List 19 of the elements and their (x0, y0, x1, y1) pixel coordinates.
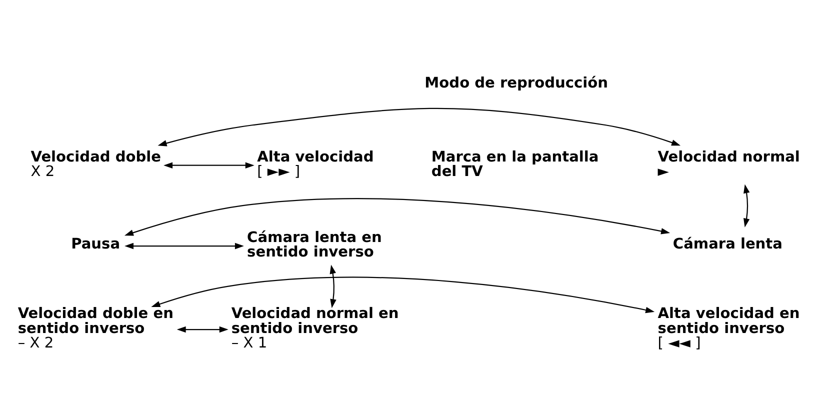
arrow (124, 242, 244, 250)
node-text: Alta velocidad [ ►► ] (257, 148, 374, 180)
node-text: Velocidad normal ► (658, 148, 800, 180)
arrow (164, 162, 254, 168)
node-text: Alta velocidad en sentido inverso [ ◄◄ ] (658, 305, 800, 352)
arrow (124, 198, 670, 236)
node-text: Velocidad normal en sentido inverso – X 1 (231, 305, 399, 352)
node-text: Cámara lenta en sentido inverso (247, 229, 382, 261)
arrow (158, 108, 681, 146)
node-text: Velocidad doble en sentido inverso – X 2 (18, 305, 174, 352)
node-text: Velocidad doble X 2 (30, 148, 162, 180)
arrow (176, 326, 228, 333)
arrow (151, 276, 655, 314)
arrow (743, 184, 750, 228)
node-text: Pausa (71, 236, 120, 253)
label: Modo de reproducción (424, 74, 608, 92)
label: Marca en la pantalla del TV (431, 148, 599, 180)
node-text: Cámara lenta (672, 236, 782, 253)
arrow (330, 264, 336, 308)
